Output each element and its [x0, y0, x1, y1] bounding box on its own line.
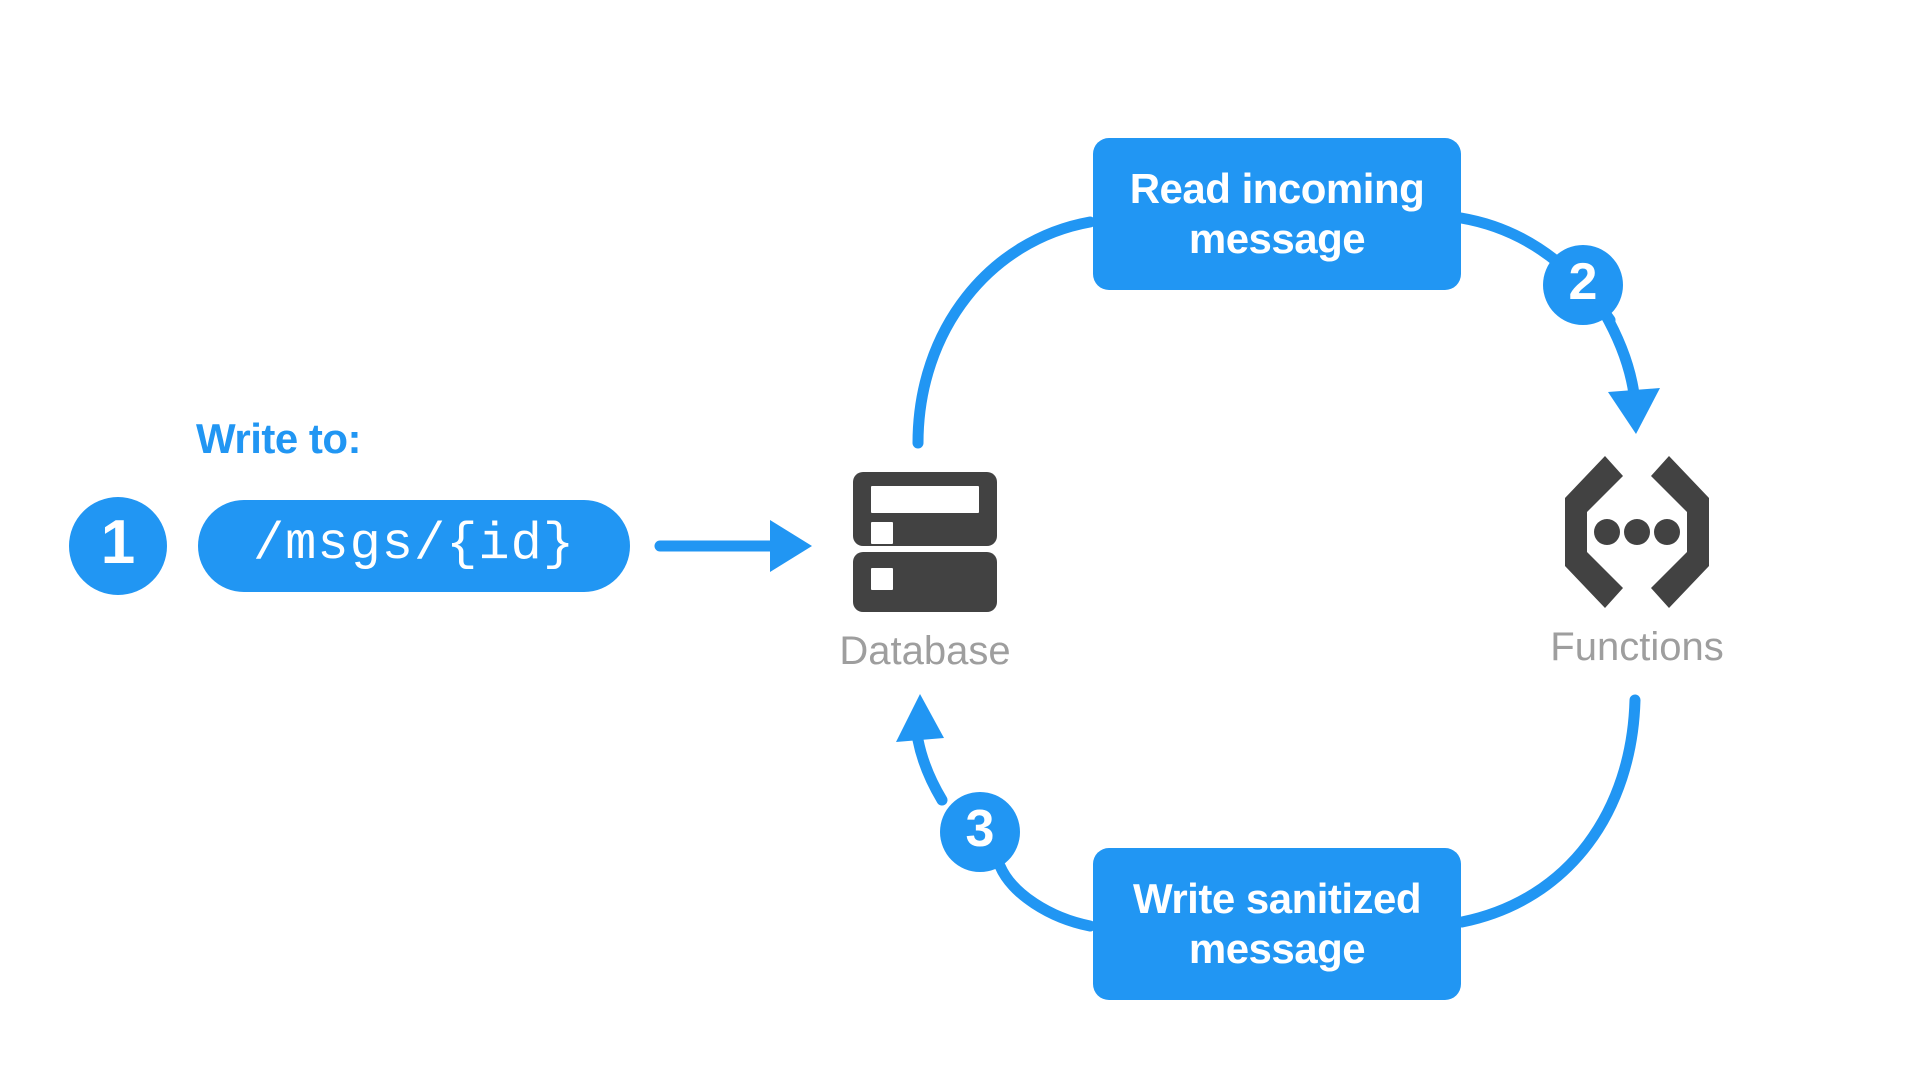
read-incoming-message-box[interactable]: Read incoming message	[1093, 138, 1461, 290]
read-box-line-2: message	[1188, 215, 1366, 262]
database-node: Database	[780, 468, 1070, 674]
connector-functions-to-write	[1456, 694, 1641, 928]
step-number-1: 1	[69, 497, 167, 595]
step-number-3-text: 3	[965, 800, 995, 858]
database-icon	[845, 468, 1005, 621]
step-number-1-text: 1	[100, 508, 136, 577]
functions-braces-icon	[1547, 452, 1727, 617]
step-number-3: 3	[940, 792, 1020, 872]
write-box-line-2: message	[1188, 925, 1366, 972]
read-box-line-1: Read incoming	[1129, 165, 1425, 213]
database-path-text: /msgs/{id}	[252, 514, 576, 574]
connector-database-to-read	[912, 216, 1096, 449]
database-path-pill[interactable]: /msgs/{id}	[198, 500, 630, 592]
functions-node: Functions	[1492, 452, 1782, 670]
write-box-line-1: Write sanitized	[1132, 875, 1422, 923]
write-to-caption: Write to:	[196, 415, 362, 462]
database-label: Database	[839, 629, 1011, 673]
functions-label: Functions	[1550, 625, 1724, 669]
step-number-2-text: 2	[1568, 253, 1598, 311]
write-sanitized-message-box[interactable]: Write sanitized message	[1093, 848, 1461, 1000]
step-number-2: 2	[1543, 245, 1623, 325]
